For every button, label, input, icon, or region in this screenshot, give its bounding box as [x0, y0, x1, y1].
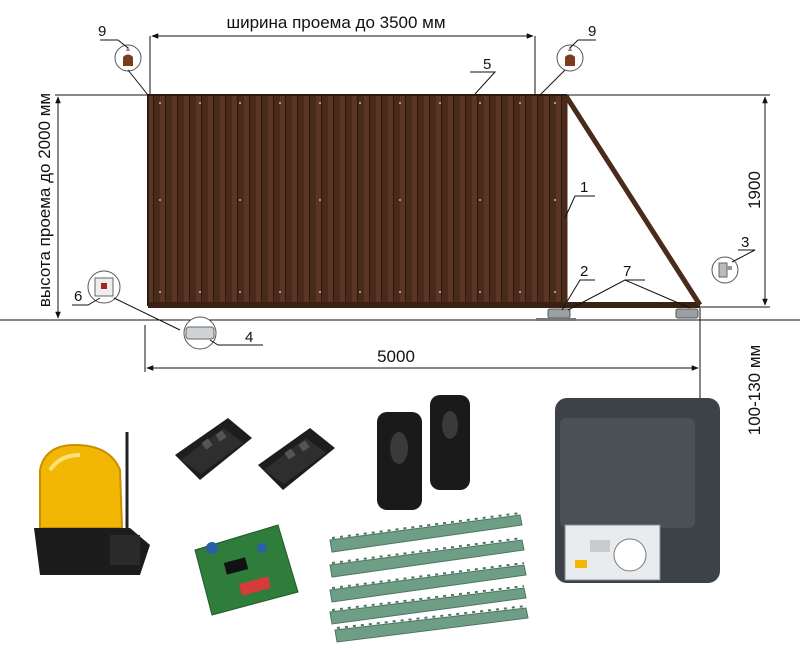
- lamp-mount-icon: [556, 44, 584, 72]
- gate-panel: [147, 94, 567, 306]
- roller-carriage: [547, 308, 571, 319]
- foundation-plate: [536, 318, 576, 321]
- receiver-board-icon: [194, 524, 299, 616]
- signal-lamp-icon: [34, 432, 150, 575]
- lamp-mount-icon: [114, 44, 142, 72]
- ground-clearance-label: 100-130 мм: [745, 345, 764, 436]
- photocell-icon: [377, 412, 422, 510]
- opening-width-label: ширина проема до 3500 мм: [226, 13, 445, 32]
- callout-4: 4: [245, 329, 253, 346]
- gear-rack-teeth: [331, 512, 527, 629]
- gate-drawing: ширина проема до 3500 мм высота проема д…: [0, 13, 800, 440]
- tail-diagonal: [563, 94, 703, 307]
- gear-rack-icon: [329, 514, 529, 643]
- callout-9-right: 9: [588, 23, 596, 40]
- callout-2: 2: [580, 263, 588, 280]
- limit-stop-icon: [711, 256, 739, 284]
- gate-height-label: 1900: [745, 171, 764, 209]
- bottom-beam: [148, 302, 700, 308]
- panel-rivets: [159, 102, 556, 293]
- roller-carriage: [675, 308, 699, 319]
- gate-length-label: 5000: [377, 347, 415, 366]
- callout-6: 6: [74, 288, 82, 305]
- callout-1: 1: [580, 179, 588, 196]
- remote-control-icon: [258, 428, 335, 490]
- callout-5: 5: [483, 56, 491, 73]
- callout-7: 7: [623, 263, 631, 280]
- control-box-icon: [87, 270, 121, 304]
- photocell-icon: [430, 395, 470, 490]
- photocell-mount-icon: [183, 316, 217, 350]
- opening-height-label: высота проема до 2000 мм: [35, 93, 54, 307]
- remote-control-icon: [175, 418, 252, 480]
- gate-motor-icon: [555, 398, 720, 583]
- callout-3: 3: [741, 234, 749, 251]
- kit-components: [34, 395, 720, 643]
- callout-9-left: 9: [98, 23, 106, 40]
